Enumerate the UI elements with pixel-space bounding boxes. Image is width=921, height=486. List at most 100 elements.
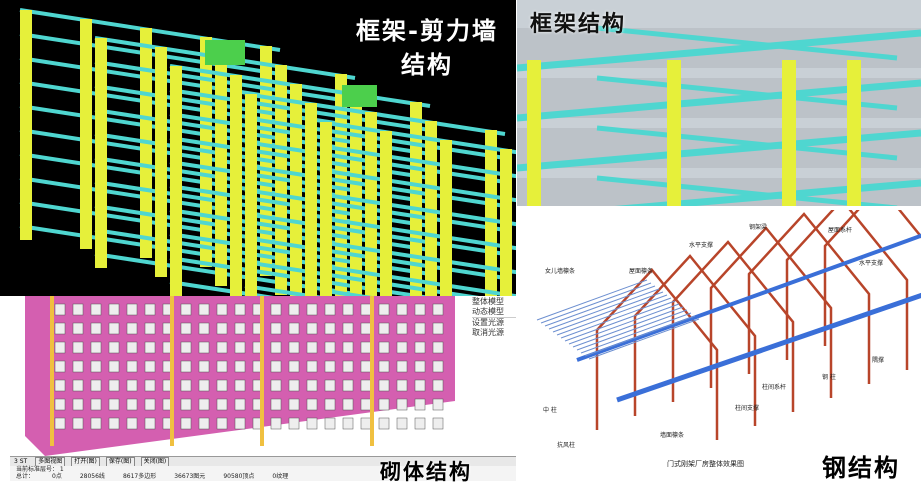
window bbox=[54, 379, 66, 392]
window bbox=[396, 341, 408, 354]
window bbox=[234, 379, 246, 392]
window bbox=[144, 303, 156, 316]
open-button[interactable]: 打开(图) bbox=[71, 456, 100, 467]
label-roof-purlin: 屋面檩条 bbox=[629, 268, 654, 275]
column bbox=[350, 93, 362, 296]
menu-item-dynamic-model[interactable]: 动态模型 bbox=[472, 307, 504, 316]
window bbox=[378, 322, 390, 335]
beam bbox=[169, 280, 275, 296]
window bbox=[342, 341, 354, 354]
window bbox=[342, 322, 354, 335]
window bbox=[72, 303, 84, 316]
portal-frame bbox=[595, 268, 719, 440]
column-strip bbox=[50, 296, 54, 446]
window bbox=[288, 303, 300, 316]
window bbox=[54, 341, 66, 354]
purlin bbox=[540, 282, 652, 324]
frame-shear-wall-model bbox=[19, 8, 516, 296]
stat-vertices: 90580顶点 bbox=[223, 473, 255, 480]
beam bbox=[596, 25, 898, 61]
window bbox=[414, 360, 426, 373]
window bbox=[90, 341, 102, 354]
window bbox=[360, 398, 372, 411]
window bbox=[126, 417, 138, 430]
steel-portal-frame-model bbox=[536, 210, 921, 440]
stat-lines: 28056线 bbox=[79, 473, 105, 480]
masonry-model bbox=[25, 296, 455, 456]
window bbox=[180, 379, 192, 392]
column-strip bbox=[170, 296, 174, 446]
window bbox=[360, 303, 372, 316]
window bbox=[306, 417, 318, 430]
total-label: 总计： bbox=[16, 473, 35, 480]
window bbox=[216, 303, 228, 316]
stat-points: 0点 bbox=[52, 473, 62, 480]
save-button[interactable]: 保存(图) bbox=[105, 456, 135, 467]
mode-label: 3 ST bbox=[14, 457, 28, 465]
tie-beam bbox=[616, 292, 921, 403]
masonry-structure-image: 整体模型 动态模型 设置光源 取消光源 3 ST 多图视图 打开(图) 保存(图… bbox=[0, 296, 516, 481]
label-wall-purlin: 墙面檩条 bbox=[660, 432, 685, 439]
column bbox=[380, 131, 392, 296]
window bbox=[72, 322, 84, 335]
menu-item-set-light[interactable]: 设置光源 bbox=[472, 317, 516, 328]
window bbox=[54, 303, 66, 316]
window bbox=[432, 379, 444, 392]
window bbox=[198, 417, 210, 430]
window bbox=[288, 417, 300, 430]
window bbox=[126, 303, 138, 316]
masonry-facade bbox=[25, 296, 455, 456]
label-middle-column: 中 柱 bbox=[543, 407, 557, 414]
window bbox=[90, 398, 102, 411]
window bbox=[198, 322, 210, 335]
window bbox=[180, 398, 192, 411]
window bbox=[414, 398, 426, 411]
menu-item-full-model[interactable]: 整体模型 bbox=[472, 297, 504, 306]
close-button[interactable]: 关闭(图) bbox=[140, 456, 170, 467]
purlin bbox=[580, 312, 692, 354]
window bbox=[198, 341, 210, 354]
multi-view-button[interactable]: 多图视图 bbox=[35, 456, 66, 467]
window bbox=[288, 379, 300, 392]
column bbox=[245, 94, 257, 296]
window bbox=[198, 398, 210, 411]
window bbox=[270, 379, 282, 392]
label-column-brace: 柱间支撑 bbox=[735, 405, 760, 412]
window bbox=[414, 341, 426, 354]
window bbox=[306, 379, 318, 392]
frame-structure-title: 框架结构 bbox=[530, 12, 627, 37]
steel-structure-image: 女儿墙檩条 屋面檩条 水平支撑 钢架梁 屋面系杆 水平支撑 隅撑 钢 柱 柱间系… bbox=[517, 210, 921, 481]
label-steel-column: 钢 柱 bbox=[822, 374, 836, 381]
window bbox=[378, 417, 390, 430]
window bbox=[234, 322, 246, 335]
column bbox=[170, 66, 182, 296]
window bbox=[198, 360, 210, 373]
window bbox=[324, 417, 336, 430]
stat-textures: 0纹理 bbox=[272, 473, 289, 480]
window bbox=[432, 398, 444, 411]
window bbox=[324, 303, 336, 316]
window bbox=[396, 398, 408, 411]
label-wind-column: 抗风柱 bbox=[557, 442, 576, 449]
title-line-1: 框架-剪力墙 bbox=[356, 17, 498, 45]
window bbox=[126, 322, 138, 335]
purlin bbox=[584, 315, 696, 357]
label-steel-beam: 钢架梁 bbox=[749, 224, 768, 231]
window bbox=[414, 379, 426, 392]
window bbox=[414, 322, 426, 335]
title-line-2: 结构 bbox=[400, 51, 453, 79]
portal-frame bbox=[709, 226, 833, 398]
window bbox=[324, 341, 336, 354]
window bbox=[108, 360, 120, 373]
window bbox=[216, 360, 228, 373]
menu-item-cancel-light[interactable]: 取消光源 bbox=[472, 328, 504, 337]
column bbox=[95, 38, 107, 268]
window bbox=[414, 303, 426, 316]
window bbox=[324, 322, 336, 335]
steel-structure-title: 钢结构 bbox=[822, 454, 900, 482]
window bbox=[234, 360, 246, 373]
window bbox=[54, 398, 66, 411]
window bbox=[144, 379, 156, 392]
portal-frame bbox=[633, 254, 757, 426]
window bbox=[378, 379, 390, 392]
